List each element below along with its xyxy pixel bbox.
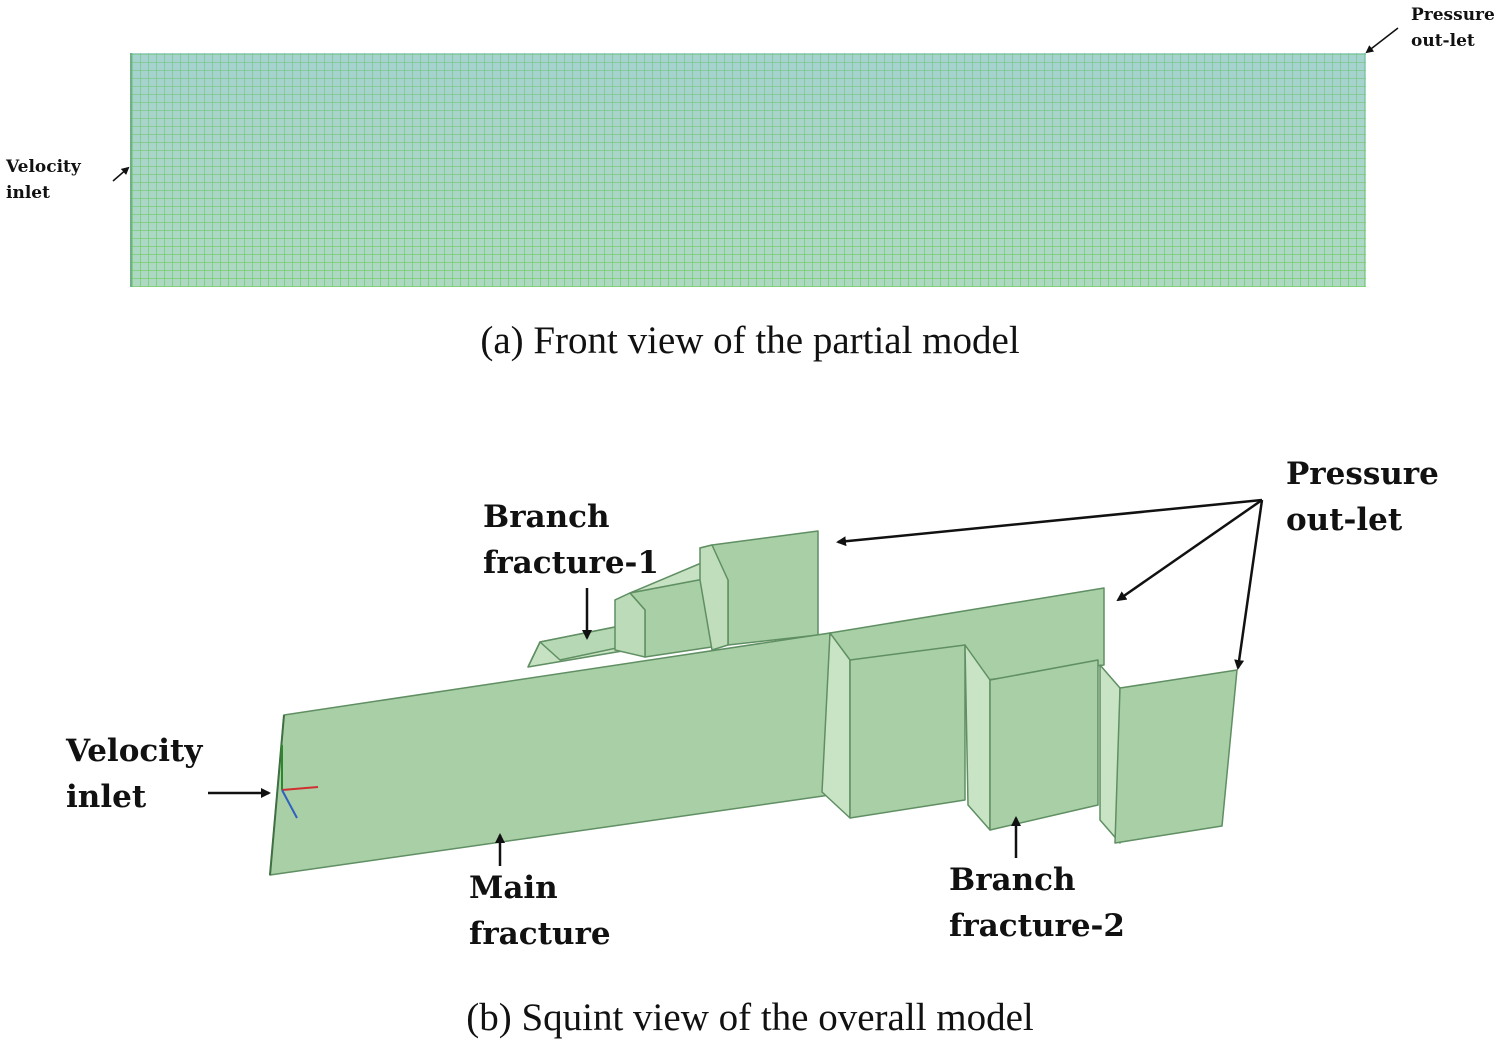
caption-a: (a) Front view of the partial model <box>480 319 1020 362</box>
pressure-outlet-label-b: Pressure out-let <box>1286 456 1439 538</box>
branch-fracture-2-label: Branch fracture-2 <box>949 862 1125 944</box>
velocity-arrow-a <box>112 166 130 182</box>
pressure-arrow-a <box>1365 27 1399 54</box>
branch-fracture-1-shapes <box>527 530 819 668</box>
pressure-arrow-b3 <box>1234 499 1264 670</box>
pressure-outlet-label-a: Pressure out-let <box>1411 5 1495 51</box>
pressure-arrow-b2 <box>1116 498 1263 602</box>
axis-triad-icon <box>281 745 319 819</box>
caption-b: (b) Squint view of the overall model <box>466 996 1034 1039</box>
velocity-inlet-label-b: Velocity inlet <box>66 733 203 815</box>
branch-fracture-1-label: Branch fracture-1 <box>483 499 659 581</box>
pressure-arrow-b1 <box>836 498 1263 547</box>
velocity-inlet-label-a: Velocity inlet <box>6 157 81 203</box>
main-fracture-label: Main fracture <box>469 870 611 952</box>
partial-model-mesh <box>130 53 1366 287</box>
main-fracture-shape <box>269 632 831 876</box>
branch-fracture-2-shapes <box>821 587 1238 844</box>
